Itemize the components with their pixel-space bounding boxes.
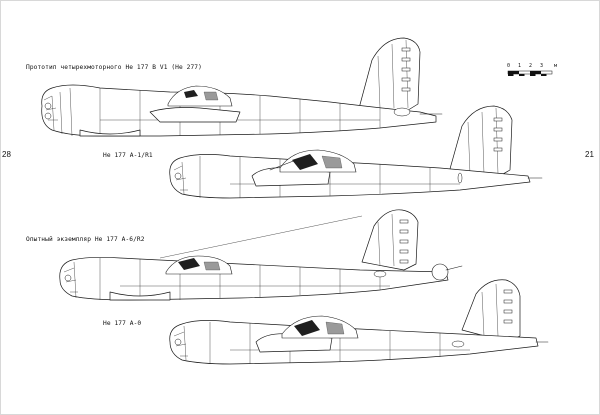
caption-drawing-1: Прототип четырехмоторного He 177 B V1 (H…: [26, 64, 202, 71]
page-number-left: 28: [2, 150, 11, 159]
scale-tick-label: 1: [518, 63, 522, 69]
scale-bar: [507, 70, 553, 76]
scale-tick-label: 0: [507, 63, 511, 69]
aircraft-he177-a0: [169, 279, 549, 365]
caption-drawing-3: Опытный экземпляр He 177 A-6/R2: [26, 236, 145, 243]
scale-tick-label: 2: [529, 63, 533, 69]
aircraft-he177-a1-r1: [169, 105, 543, 199]
scale-unit-label: м: [554, 63, 558, 69]
caption-drawing-2: He 177 A-1/R1: [103, 152, 153, 159]
scale-tick-label: 3: [540, 63, 544, 69]
aircraft-he177-a6-r2: [59, 209, 463, 301]
caption-drawing-4: He 177 A-0: [103, 320, 142, 327]
page-number-right: 21: [585, 150, 594, 159]
aircraft-he177-b-v1: [41, 37, 443, 137]
